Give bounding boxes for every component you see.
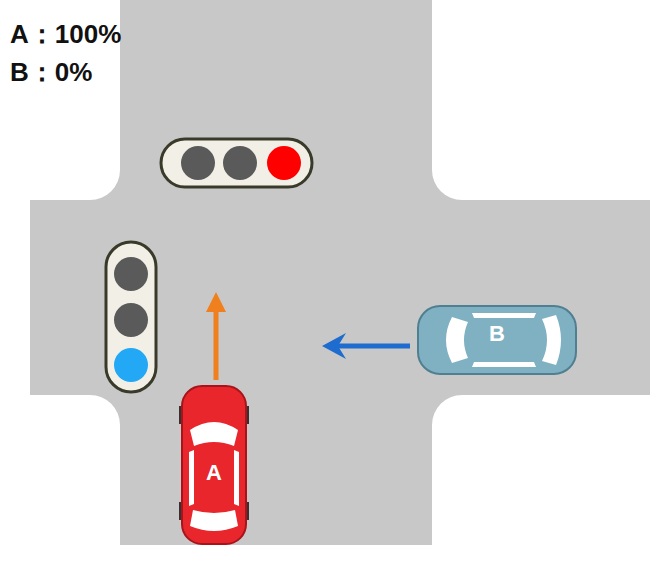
car-letter: A — [178, 462, 250, 484]
direction-arrow — [322, 333, 410, 359]
windshield — [190, 422, 238, 446]
light-housing — [161, 139, 312, 187]
lamp-green — [114, 348, 148, 382]
road — [30, 0, 650, 545]
traffic-light-vertical — [106, 242, 156, 392]
horizontal-road — [30, 200, 650, 395]
lamp-off — [223, 146, 257, 180]
probability-label: A：100% — [10, 20, 121, 49]
lamp-off — [114, 303, 148, 337]
curb-corner — [432, 395, 462, 425]
side-window — [472, 313, 536, 318]
lamp-off — [181, 146, 215, 180]
side-window — [472, 362, 536, 367]
arrow-shaft — [330, 344, 410, 349]
rear-window — [542, 315, 561, 365]
car: A — [178, 384, 250, 546]
traffic-light-horizontal — [161, 139, 312, 187]
curb-corner — [90, 170, 120, 200]
side-window — [189, 450, 194, 506]
rear-window — [190, 510, 238, 531]
curb-corner — [432, 170, 462, 200]
curb-corner — [90, 395, 120, 425]
car-letter: B — [414, 323, 580, 345]
arrow-head — [322, 333, 346, 359]
probability-label: B：0% — [10, 58, 92, 87]
car-body — [179, 386, 249, 544]
direction-arrow — [214, 302, 219, 380]
side-window — [234, 450, 239, 506]
lamp-off — [114, 257, 148, 291]
lamp-red — [267, 146, 301, 180]
car: B — [414, 303, 580, 377]
light-housing — [106, 242, 156, 392]
windshield — [446, 317, 468, 363]
